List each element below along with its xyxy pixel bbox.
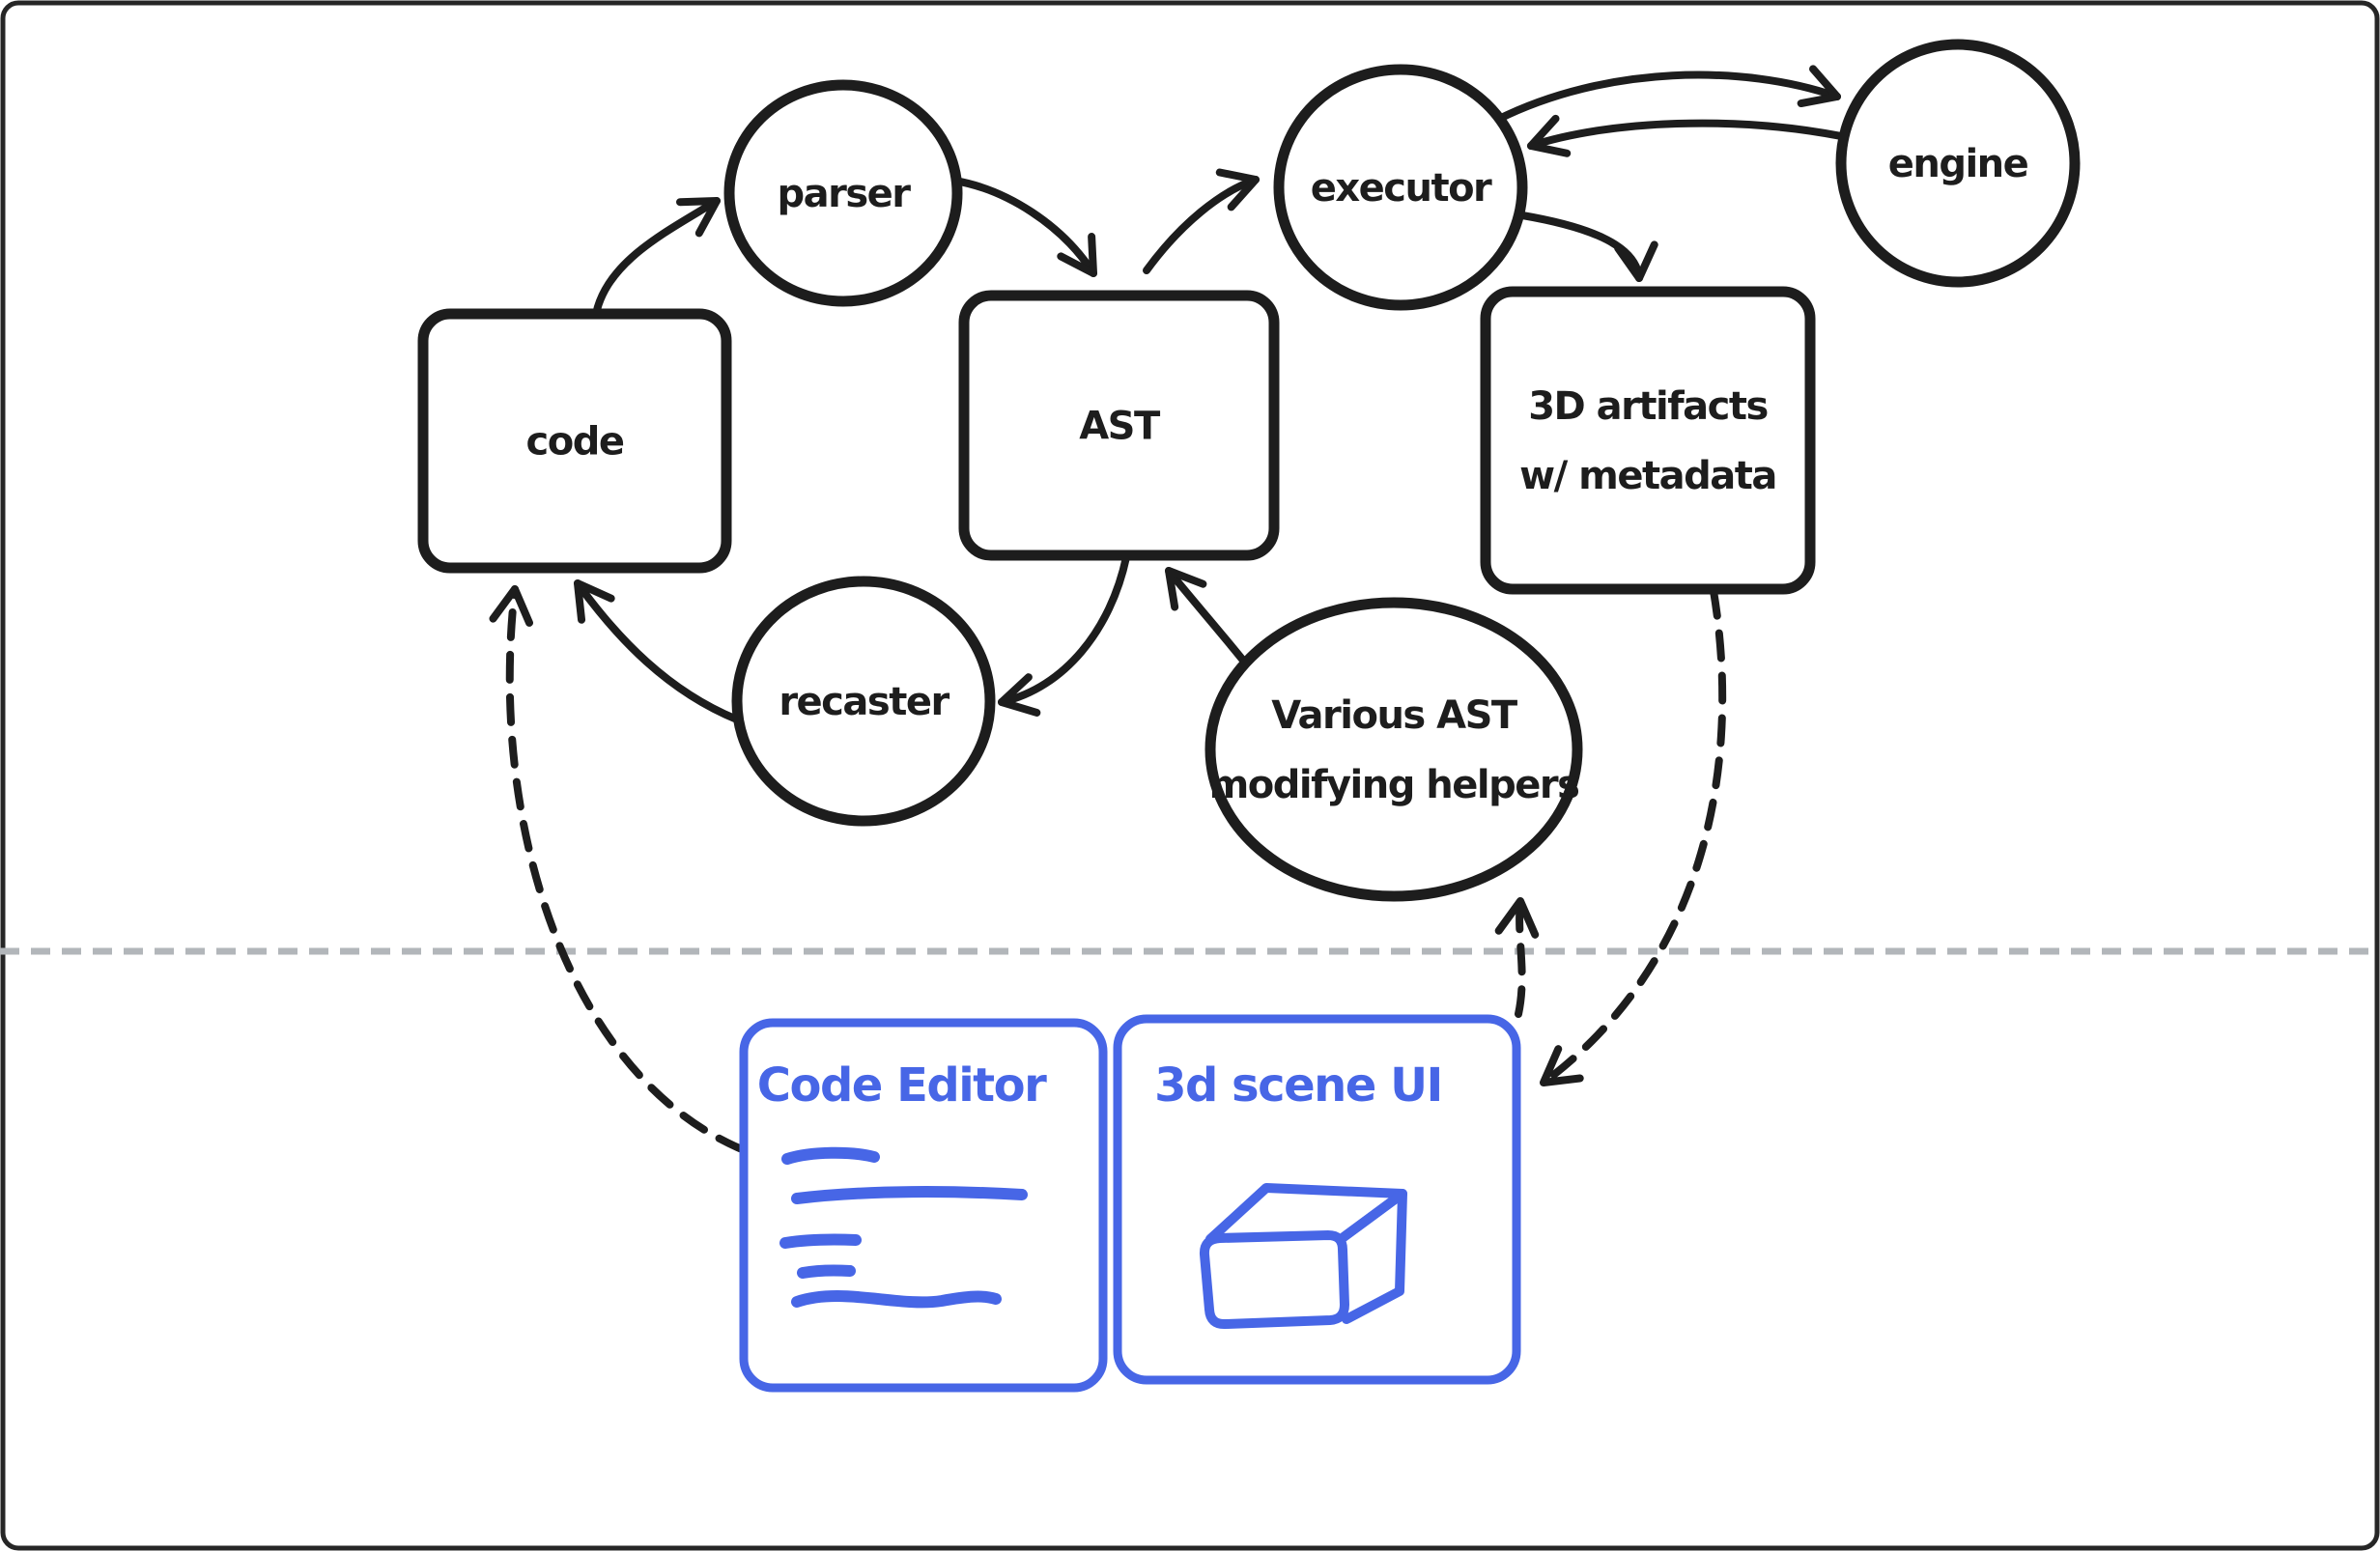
recaster-node: recaster	[731, 576, 996, 827]
code-lines-icon-stroke	[797, 1264, 856, 1279]
engine-node-label: engine	[1888, 142, 2028, 186]
code-lines-icon-stroke	[779, 1233, 862, 1249]
recaster-node-shape	[731, 576, 996, 827]
recaster-node-label: recaster	[779, 680, 949, 724]
edge-executor-to-engine	[1493, 65, 1841, 124]
edge-recaster-to-code	[574, 579, 741, 723]
edge-artifacts-to-scene-line	[1540, 587, 1727, 1086]
edge-scene-to-helpers-line	[1515, 897, 1526, 1018]
code-lines-icon-stroke	[791, 1290, 1002, 1309]
parser-node-shape	[723, 79, 963, 307]
helpers-node-label: modifying helpers	[1209, 763, 1579, 807]
code-lines-icon-stroke	[781, 1146, 880, 1165]
edge-scene-to-helpers-arrowhead-icon	[1494, 897, 1540, 939]
edge-parser-to-ast	[950, 177, 1097, 277]
edge-ast-to-recaster-arrowhead-icon	[998, 673, 1041, 717]
artifacts-node-shape	[1480, 286, 1816, 595]
edge-ast-to-executor-line	[1143, 176, 1260, 274]
edge-recaster-to-code-arrowhead-icon	[574, 579, 615, 624]
code-node-label: code	[526, 420, 624, 465]
edge-ast-to-recaster-line	[998, 553, 1130, 706]
helpers-node: Various AST modifying helpers	[1204, 597, 1583, 902]
scene-ui-panel: 3d scene UI	[1113, 1014, 1521, 1385]
edge-artifacts-to-scene-arrowhead-icon	[1540, 1045, 1584, 1086]
executor-node-label: executor	[1311, 166, 1492, 211]
edge-parser-to-ast-line	[950, 177, 1097, 277]
edge-ast-to-executor	[1143, 168, 1260, 274]
cube-icon-stroke	[1199, 1230, 1349, 1330]
code-node-shape	[417, 308, 732, 574]
executor-node-shape	[1273, 64, 1528, 311]
edge-parser-to-ast-arrowhead-icon	[1057, 233, 1097, 277]
engine-node: engine	[1835, 39, 2081, 288]
scene-ui-panel-title: 3d scene UI	[1154, 1058, 1442, 1113]
edge-helpers-to-ast	[1165, 567, 1248, 665]
edge-executor-to-artifacts-arrowhead-icon	[1614, 240, 1658, 282]
code-editor-panel: Code Editor	[739, 1018, 1108, 1393]
executor-node: executor	[1273, 64, 1528, 311]
edge-engine-to-executor	[1527, 114, 1845, 157]
artifacts-node-label: w/ metadata	[1519, 454, 1776, 498]
edge-helpers-to-ast-arrowhead-icon	[1165, 567, 1207, 611]
cube-icon	[1199, 1183, 1407, 1330]
parser-node: parser	[723, 79, 963, 307]
edge-ast-to-executor-arrowhead-icon	[1215, 168, 1260, 212]
edge-code-to-parser-line	[591, 197, 721, 324]
helpers-node-shape	[1204, 597, 1583, 902]
edge-artifacts-to-scene	[1540, 587, 1727, 1086]
artifacts-node: 3D artifacts w/ metadata	[1480, 286, 1816, 595]
code-lines-icon	[779, 1146, 1028, 1309]
nodes-layer: code AST 3D artifacts w/ metadata parser exec…	[417, 39, 2081, 902]
edge-editor-to-code-arrowhead-icon	[489, 585, 534, 627]
edge-engine-to-executor-line	[1527, 119, 1845, 150]
edge-scene-to-helpers	[1494, 897, 1540, 1018]
code-editor-panel-title: Code Editor	[757, 1058, 1047, 1113]
ast-node: AST	[958, 290, 1280, 561]
code-node: code	[417, 308, 732, 574]
edge-executor-to-artifacts	[1518, 212, 1658, 282]
cube-icon-stroke	[1339, 1189, 1407, 1324]
panels-layer: Code Editor 3d scene UI	[739, 1014, 1521, 1393]
parser-node-label: parser	[777, 172, 911, 216]
edge-executor-to-engine-arrowhead-icon	[1797, 65, 1841, 108]
artifacts-node-label: 3D artifacts	[1528, 384, 1768, 429]
edge-executor-to-engine-line	[1493, 70, 1841, 124]
edge-engine-to-executor-arrowhead-icon	[1527, 114, 1572, 157]
helpers-node-label: Various AST	[1271, 693, 1518, 738]
edge-ast-to-recaster	[998, 553, 1130, 717]
ast-node-shape	[958, 290, 1280, 561]
edge-code-to-parser-arrowhead-icon	[676, 197, 721, 238]
edge-recaster-to-code-line	[574, 579, 741, 723]
scene-ui-panel-frame	[1113, 1014, 1521, 1385]
edge-editor-to-code-line	[505, 585, 746, 1153]
edge-helpers-to-ast-line	[1165, 567, 1248, 665]
code-lines-icon-stroke	[791, 1186, 1028, 1204]
engine-node-shape	[1835, 39, 2081, 288]
edge-code-to-parser	[591, 197, 721, 324]
ast-node-label: AST	[1079, 405, 1161, 449]
edges-layer	[489, 65, 1845, 1153]
edge-editor-to-code	[489, 585, 746, 1153]
